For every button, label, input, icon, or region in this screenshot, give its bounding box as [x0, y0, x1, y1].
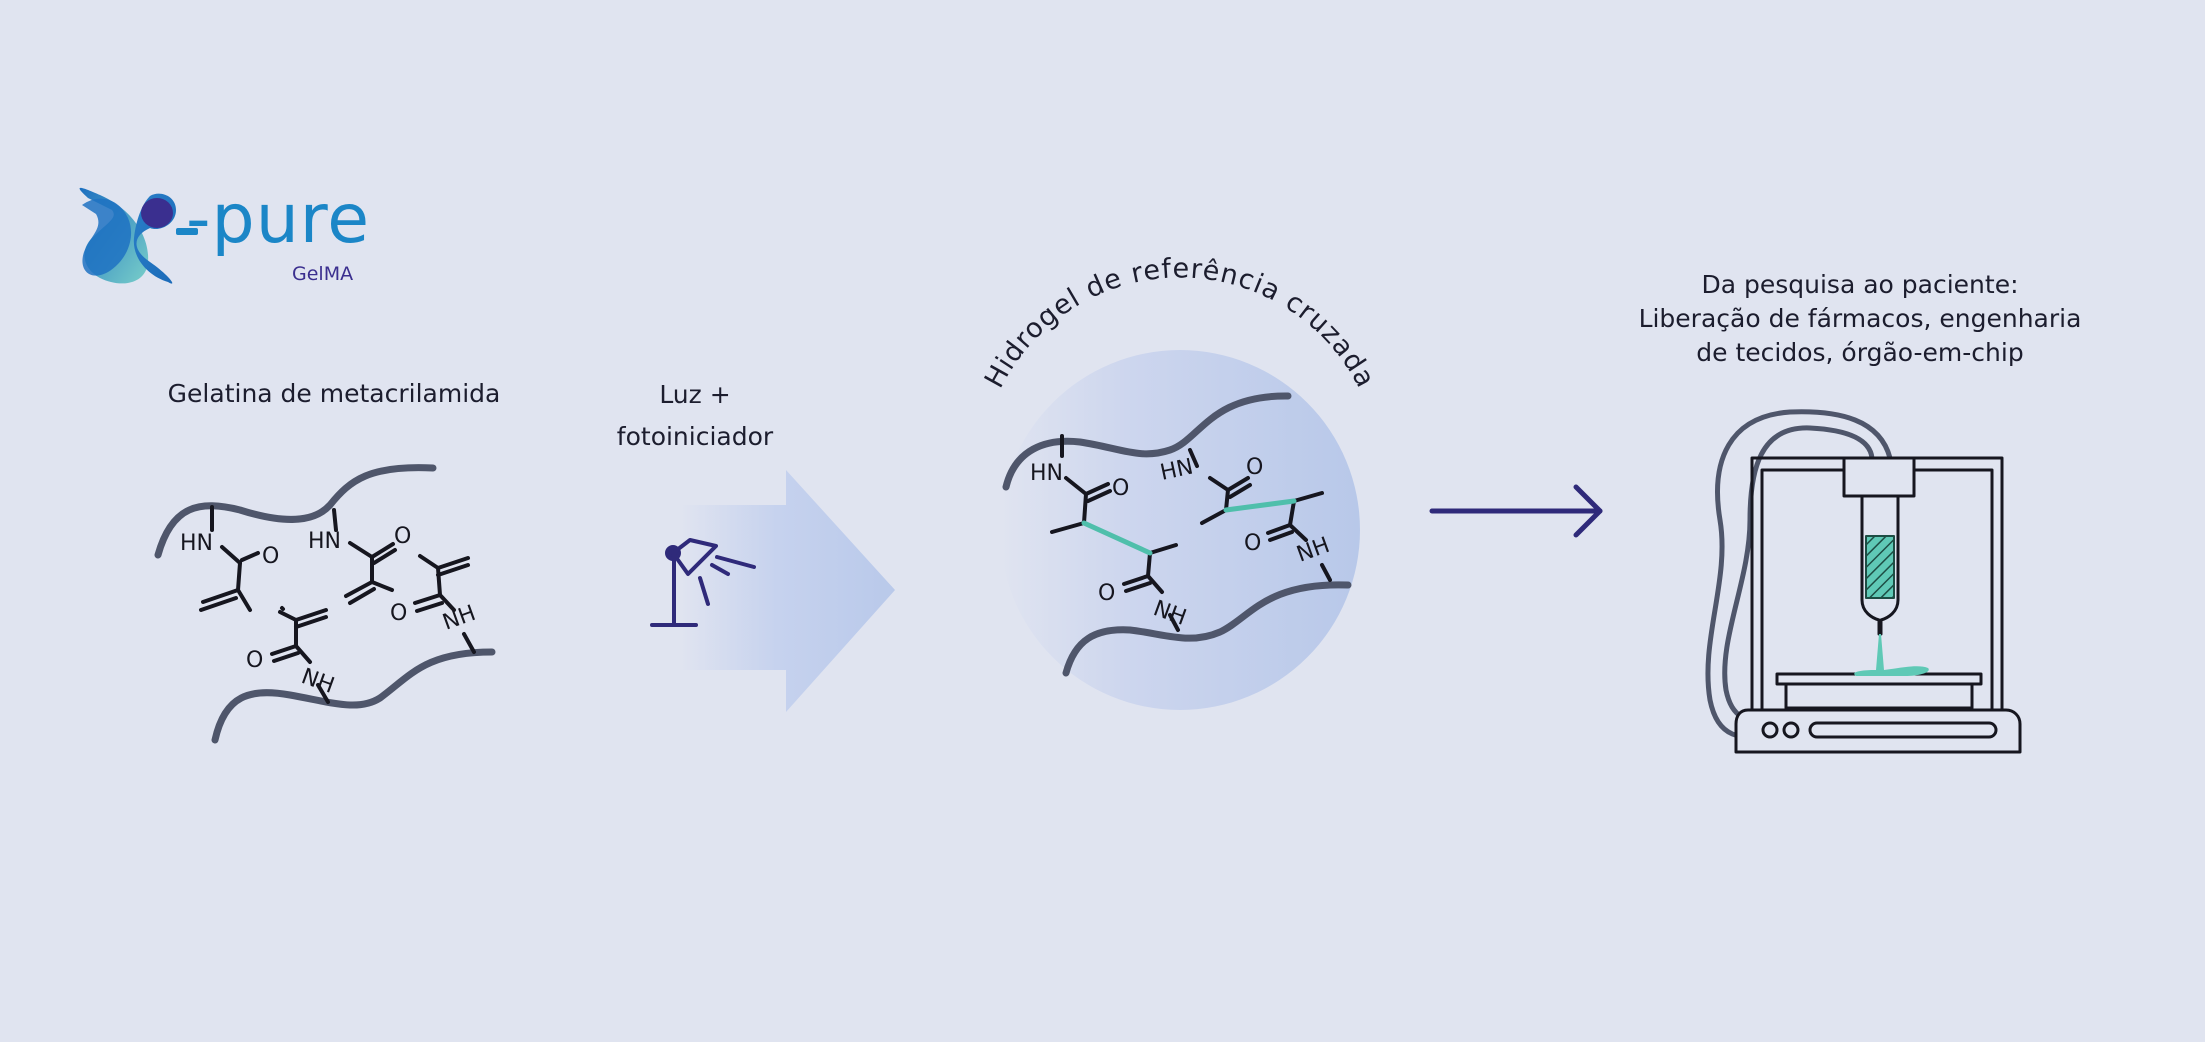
hydrogel-circle-icon	[1000, 350, 1360, 710]
chem-nh-label: NH	[440, 601, 480, 636]
step-2-label-line: Luz +	[659, 380, 731, 409]
chem-o-label: O	[246, 648, 263, 673]
lamp-icon	[650, 538, 756, 627]
printed-gel-icon	[1854, 634, 1929, 676]
logo-subtitle: GelMA	[292, 263, 354, 285]
step-4-label-line: de tecidos, órgão-em-chip	[1696, 338, 2024, 367]
chem-hn-label: HN	[180, 531, 213, 556]
step-4-label-line: Da pesquisa ao paciente:	[1701, 270, 2019, 299]
step-2-label: Luz + fotoiniciador	[560, 378, 830, 454]
chem-o-label: O	[394, 524, 411, 549]
chem-hn-label: HN	[1030, 461, 1063, 486]
chem-o-label: O	[262, 544, 279, 569]
chem-o-label: O	[1098, 581, 1115, 606]
logo-hyphen-icon	[176, 228, 198, 235]
crosslinked-hydrogel-icon	[1002, 392, 1352, 677]
chem-hn-label: HN	[308, 529, 341, 554]
x-pure-logo-icon	[79, 187, 176, 284]
chem-o-label: O	[1112, 476, 1129, 501]
step-1-label: Gelatina de metacrilamida	[167, 379, 501, 408]
thin-arrow-icon	[1429, 484, 1603, 538]
chem-nh-label: NH	[298, 664, 338, 699]
bioprinter-icon	[1705, 409, 2022, 754]
step-4-label: Da pesquisa ao paciente: Liberação de fá…	[1580, 268, 2140, 370]
step-2-label-line: fotoiniciador	[616, 422, 774, 451]
chem-o-label: O	[390, 601, 407, 626]
chem-o-label: O	[1244, 531, 1261, 556]
step-4-label-line: Liberação de fármacos, engenharia	[1638, 304, 2082, 333]
gelatin-molecule-icon	[154, 464, 496, 744]
logo-wordmark: -pure	[186, 180, 371, 259]
big-arrow-icon	[680, 470, 895, 712]
chem-o-label: O	[1246, 455, 1263, 480]
